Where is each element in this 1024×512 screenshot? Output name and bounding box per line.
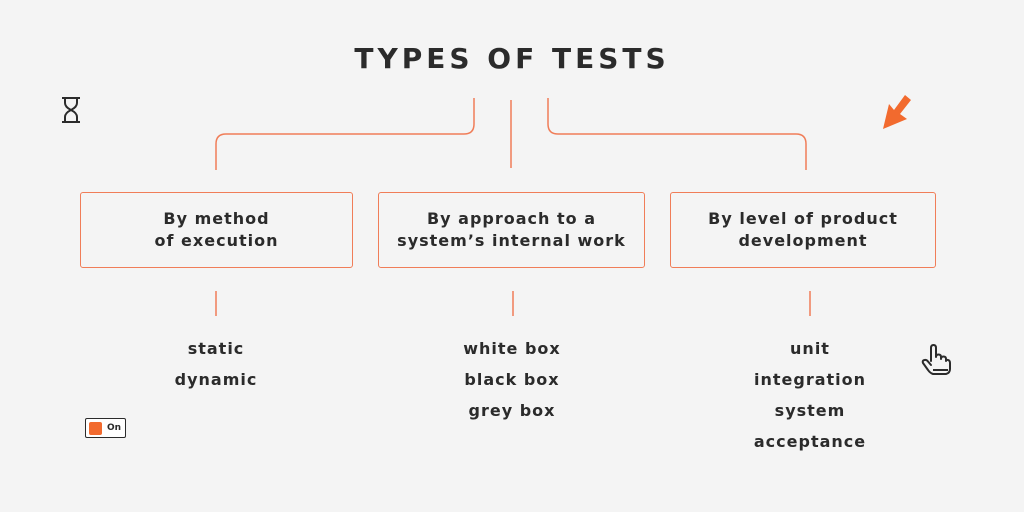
toggle-knob — [89, 421, 102, 435]
category-label-approach: By approach to a system’s internal work — [397, 209, 626, 250]
diagram-title: TYPES OF TESTS — [354, 42, 670, 75]
list-method: static dynamic — [116, 336, 316, 398]
hand-pointer-icon — [921, 344, 951, 375]
list-approach: white box black box grey box — [412, 336, 612, 429]
list-item: system — [774, 401, 846, 420]
category-label-level: By level of product development — [708, 209, 898, 250]
list-item: dynamic — [174, 370, 258, 389]
list-item: white box — [463, 339, 561, 358]
list-item: acceptance — [753, 432, 867, 451]
category-box-method: By method of execution — [80, 192, 353, 268]
toggle-label: On — [107, 423, 122, 433]
connector-left — [215, 98, 475, 170]
list-item: static — [187, 339, 245, 358]
on-toggle[interactable]: On — [85, 418, 126, 438]
hourglass-icon — [62, 97, 80, 123]
list-item: unit — [790, 339, 830, 358]
arrow-cursor-icon — [883, 95, 911, 129]
connector-right — [547, 98, 807, 170]
category-box-level: By level of product development — [670, 192, 936, 268]
category-box-approach: By approach to a system’s internal work — [378, 192, 645, 268]
list-item: integration — [753, 370, 867, 389]
category-label-method: By method of execution — [154, 209, 279, 250]
list-level: unit integration system acceptance — [710, 336, 910, 460]
list-item: black box — [464, 370, 560, 389]
list-item: grey box — [468, 401, 556, 420]
